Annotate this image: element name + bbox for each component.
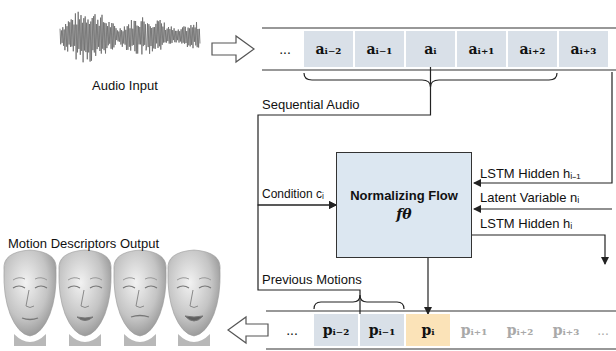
- node-text: pᵢ₋₂: [323, 322, 350, 338]
- node-text: ...: [597, 322, 609, 338]
- annotation-label: Condition cᵢ: [262, 187, 324, 201]
- node-text: aᵢ₋₁: [367, 41, 393, 57]
- node-text: pᵢ₊₃: [553, 322, 580, 338]
- audio-cell: aᵢ₊₂: [508, 31, 557, 67]
- node-text: aᵢ₊₁: [469, 41, 495, 57]
- flow-connector: [427, 258, 428, 314]
- motion-cell: pᵢ₋₂: [314, 314, 358, 346]
- annotation-label: Sequential Audio: [262, 97, 360, 112]
- node-text: ...: [279, 41, 291, 57]
- ellipsis-cell: ...: [268, 31, 302, 67]
- motion-cell: pᵢ: [406, 314, 450, 346]
- node-text: ...: [286, 322, 298, 338]
- audio-cell: aᵢ: [406, 31, 455, 67]
- motion-brace: [314, 295, 404, 309]
- node-text: aᵢ₋₂: [316, 41, 342, 57]
- audio-band: [262, 28, 616, 70]
- annotation-label: Motion Descriptors Output: [8, 236, 159, 251]
- audio-cell: aᵢ₋₂: [304, 31, 353, 67]
- audio-cell: aᵢ₊₃: [559, 31, 608, 67]
- annotation-label: LSTM Hidden hᵢ₋₁: [480, 164, 581, 182]
- audio-cell: aᵢ₋₁: [355, 31, 404, 67]
- input-arrow: [212, 36, 254, 62]
- latent-arrow: [474, 208, 612, 209]
- node-text: aᵢ₊₂: [520, 41, 546, 57]
- node-text: pᵢ₊₁: [461, 322, 488, 338]
- hidden-out-arrow: [472, 235, 605, 264]
- node-text: pᵢ: [421, 322, 434, 338]
- node-text: pᵢ₊₂: [507, 322, 534, 338]
- node-text: fθ: [396, 206, 411, 222]
- motion-cell: pᵢ₊₃: [544, 314, 588, 346]
- motion-cell: pᵢ₋₁: [360, 314, 404, 346]
- flow-box: Normalizing Flow fθ: [336, 152, 472, 258]
- ellipsis-cell: ...: [272, 314, 312, 346]
- audio-cell: aᵢ₊₁: [457, 31, 506, 67]
- motion-cell: pᵢ₊₂: [498, 314, 542, 346]
- node-text: aᵢ: [424, 41, 436, 57]
- ellipsis-cell: ...: [592, 314, 614, 346]
- annotation-label: Latent Variable nᵢ: [480, 190, 579, 205]
- hidden-in-arrow: [474, 72, 612, 183]
- motion-band: [266, 311, 616, 349]
- audio-waveform: [60, 12, 200, 63]
- node-text: Normalizing Flow: [350, 188, 458, 203]
- node-text: aᵢ₊₃: [571, 41, 597, 57]
- annotation-label: LSTM Hidden hᵢ: [480, 216, 572, 231]
- face-renders: [4, 250, 220, 346]
- motion-cell: pᵢ₊₁: [452, 314, 496, 346]
- annotation-label: Previous Motions: [262, 272, 362, 287]
- node-text: pᵢ₋₁: [369, 322, 396, 338]
- output-arrow: [228, 317, 268, 343]
- annotation-label: Audio Input: [92, 78, 158, 93]
